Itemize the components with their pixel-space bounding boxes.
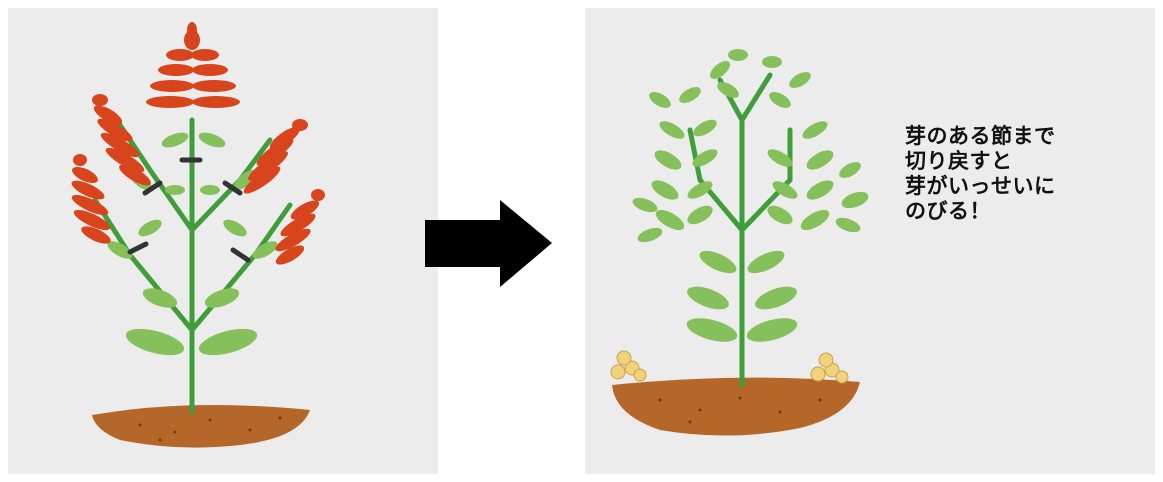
caption-line: のびる！ (905, 199, 1056, 224)
cut-marks (130, 160, 248, 260)
caption-line: 芽がいっせいに (905, 174, 1056, 199)
caption-line: 切り戻すと (905, 149, 1056, 174)
red-flower-spikes (69, 22, 325, 268)
after-panel (585, 8, 1155, 474)
pruning-caption: 芽のある節まで切り戻すと芽がいっせいにのびる！ (905, 124, 1056, 224)
soil-mound (92, 405, 310, 448)
flowering-plant-illustration (0, 0, 440, 482)
caption-line: 芽のある節まで (905, 124, 1056, 149)
right-arrow-icon (420, 195, 560, 295)
